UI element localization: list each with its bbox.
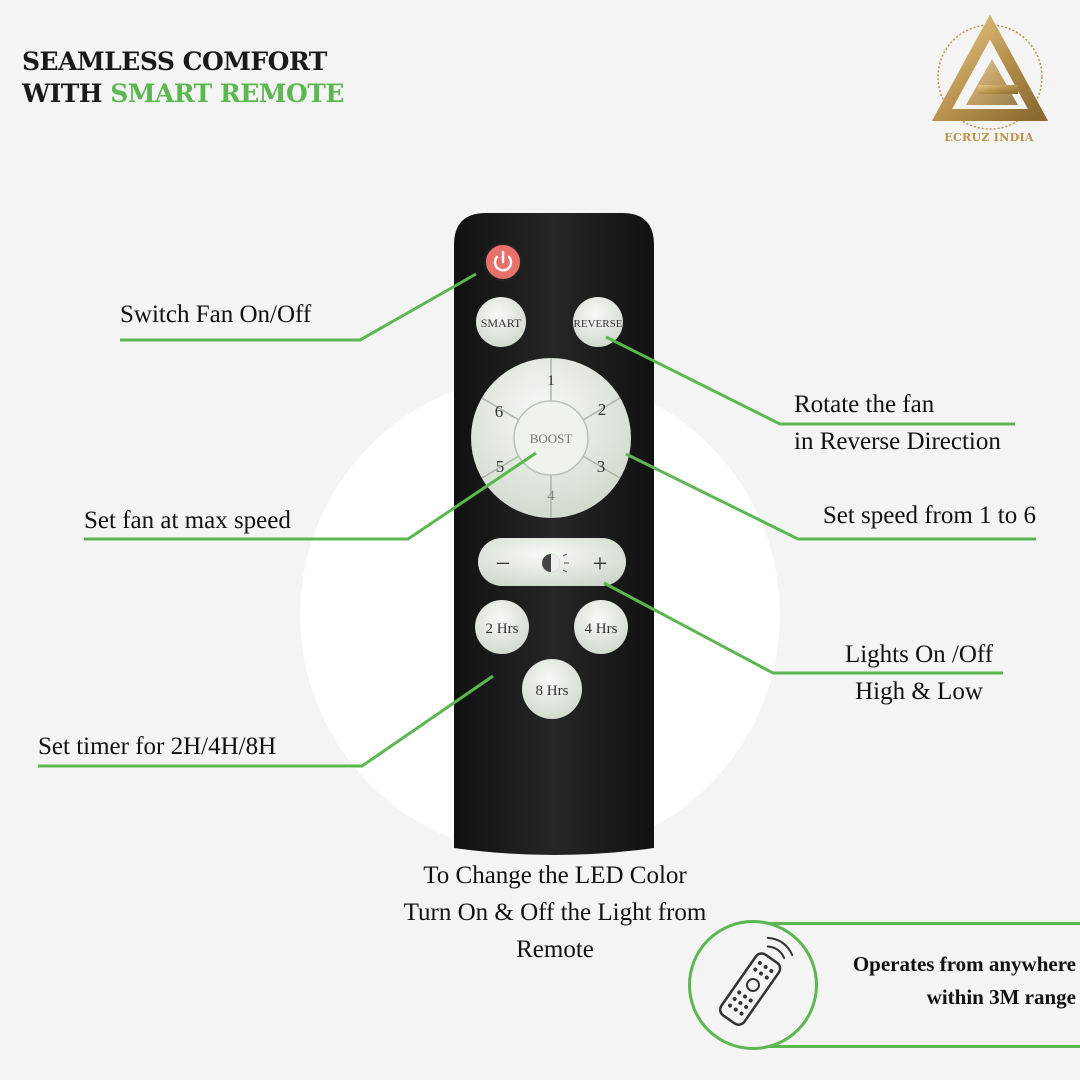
led-note-line-2: Turn On & Off the Light from — [403, 899, 707, 926]
speed-3: 3 — [597, 457, 606, 476]
led-note-line-1: To Change the LED Color — [423, 862, 687, 889]
speed-1: 1 — [547, 373, 555, 389]
speed-6: 6 — [495, 402, 504, 421]
range-text: Operates from anywhere within 3M range — [800, 948, 1076, 1014]
remote-signal-icon — [718, 936, 794, 1026]
page-title: SEAMLESS COMFORT WITH SMART REMOTE — [22, 46, 344, 110]
boost-label: BOOST — [530, 431, 573, 446]
brand-logo — [931, 15, 1048, 130]
callout-light-line-1: Lights On /Off — [844, 641, 994, 668]
title-line-1: SEAMLESS COMFORT — [22, 47, 327, 76]
smart-button[interactable] — [476, 297, 526, 347]
range-icon-circle — [688, 920, 818, 1050]
led-note-line-3: Remote — [516, 936, 594, 963]
leader-reverse — [605, 335, 1015, 426]
brand-name: ECRUZ INDIA — [944, 131, 1034, 144]
timer-4h-label: 4 Hrs — [585, 621, 618, 637]
reverse-button[interactable] — [573, 297, 623, 347]
leader-speed — [625, 452, 1036, 541]
callout-reverse-line-2: in Reverse Direction — [794, 428, 1001, 455]
leader-lines — [38, 272, 1036, 768]
power-icon — [493, 250, 513, 272]
light-plus: + — [593, 549, 608, 578]
callout-reverse-line-1: Rotate the fan — [794, 391, 935, 418]
speed-4: 4 — [547, 488, 555, 504]
bulb-icon — [542, 553, 569, 573]
leader-power — [120, 272, 477, 342]
dial-dividers — [481, 358, 621, 518]
title-accent: SMART REMOTE — [110, 79, 344, 108]
speed-2: 2 — [598, 400, 607, 419]
leader-light — [603, 581, 1003, 675]
timer-2h-label: 2 Hrs — [486, 621, 519, 637]
callout-speed: Set speed from 1 to 6 — [822, 502, 1036, 529]
callout-light-line-2: High & Low — [855, 678, 983, 705]
reverse-label: REVERSE — [574, 318, 623, 330]
callout-boost: Set fan at max speed — [84, 507, 291, 534]
leader-boost — [84, 451, 537, 541]
light-minus: − — [496, 549, 511, 578]
timer-8h-label: 8 Hrs — [536, 683, 569, 699]
smart-label: SMART — [481, 316, 522, 330]
range-banner — [760, 922, 1080, 1048]
title-line-2: WITH SMART REMOTE — [22, 78, 344, 110]
timer-8h-button[interactable] — [522, 659, 582, 719]
range-line-1: Operates from anywhere — [852, 952, 1076, 976]
callout-power: Switch Fan On/Off — [120, 301, 312, 328]
timer-2h-button[interactable] — [475, 600, 529, 654]
title-line-2-prefix: WITH — [22, 79, 111, 108]
range-line-2: within 3M range — [926, 985, 1076, 1009]
callout-timer: Set timer for 2H/4H/8H — [38, 733, 277, 760]
led-color-note: To Change the LED Color Turn On & Off th… — [360, 857, 750, 968]
speed-5: 5 — [496, 457, 505, 476]
timer-4h-button[interactable] — [574, 600, 628, 654]
leader-timer — [38, 674, 494, 768]
